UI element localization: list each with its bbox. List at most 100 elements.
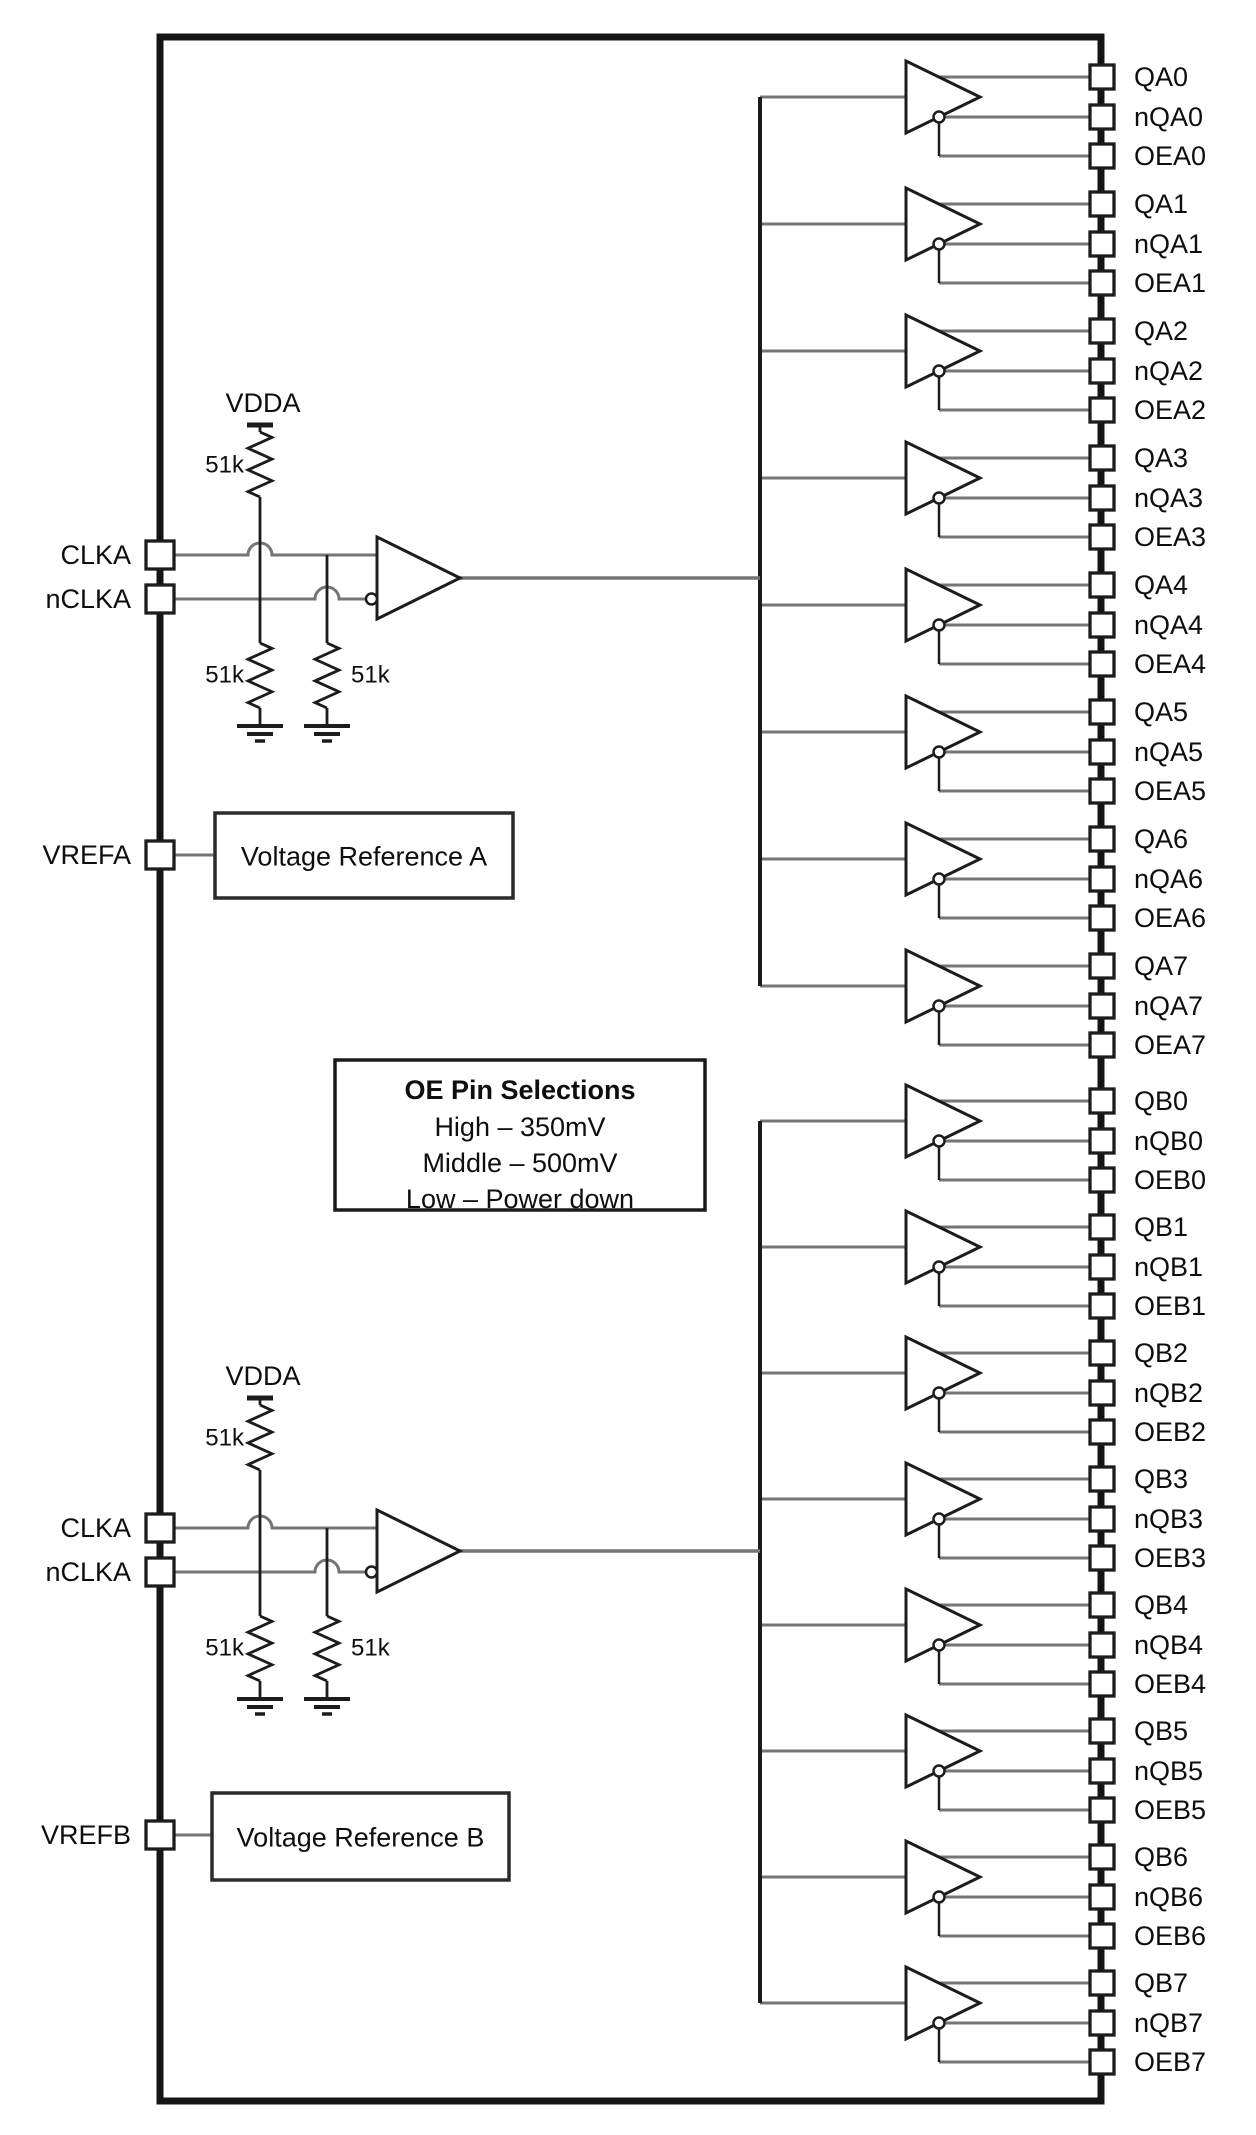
output-pin-square [1088, 2048, 1116, 2076]
output-pin-label: OEB6 [1134, 1921, 1206, 1951]
output-pin-square [1088, 1339, 1116, 1367]
output-pin-square [1088, 317, 1116, 345]
inversion-bubble-icon [932, 1890, 946, 1904]
output-pin-label: OEB2 [1134, 1417, 1206, 1447]
resistor-symbol [311, 641, 343, 710]
resistor-value-label: 51k [351, 662, 391, 689]
resistor-symbol [244, 1403, 276, 1472]
output-pin-square [1088, 1922, 1116, 1950]
output-pin-label: nQA1 [1134, 229, 1203, 259]
input-pin-square [144, 583, 176, 615]
inversion-bubble-icon [932, 364, 946, 378]
oe-box-line: Low – Power down [406, 1184, 634, 1214]
resistor-symbol [244, 641, 276, 710]
output-pin-square [1088, 1717, 1116, 1745]
inversion-bubble-icon [932, 491, 946, 505]
output-pin-label: OEB7 [1134, 2047, 1206, 2077]
output-pin-square [1088, 571, 1116, 599]
output-pin-square [1088, 904, 1116, 932]
output-pin-square [1088, 1087, 1116, 1115]
nclk-wire [173, 585, 366, 601]
output-pin-square [1088, 1465, 1116, 1493]
output-pin-square [1088, 1505, 1116, 1533]
resistor-value-label: 51k [205, 1425, 245, 1452]
vdda-label: VDDA [225, 1361, 300, 1391]
resistor-symbol [311, 1614, 343, 1683]
output-pin-label: QA0 [1134, 62, 1188, 92]
oe-box-title: OE Pin Selections [404, 1075, 635, 1105]
resistor-value-label: 51k [351, 1635, 391, 1662]
inversion-bubble-icon [932, 1386, 946, 1400]
output-pin-label: QA7 [1134, 951, 1188, 981]
ref-box-label: Voltage Reference A [241, 842, 487, 872]
voltage-reference-box [213, 811, 515, 900]
input-pin-square [144, 1556, 176, 1588]
output-pin-label: nQB6 [1134, 1882, 1203, 1912]
output-pin-square [1088, 1166, 1116, 1194]
oe-box-line: High – 350mV [434, 1112, 605, 1142]
output-pin-square [1088, 1757, 1116, 1785]
output-pin-square [1088, 1292, 1116, 1320]
input-pin-label: CLKA [60, 1513, 131, 1543]
output-pin-label: OEA5 [1134, 776, 1206, 806]
output-pin-label: OEB0 [1134, 1165, 1206, 1195]
resistor-value-label: 51k [205, 662, 245, 689]
output-pin-square [1088, 190, 1116, 218]
output-pin-square [1088, 1796, 1116, 1824]
input-buffer-triangle [375, 534, 464, 622]
output-pin-square [1088, 484, 1116, 512]
output-pin-label: QB0 [1134, 1086, 1188, 1116]
output-pin-square [1088, 230, 1116, 258]
input-pin-square [144, 1819, 176, 1851]
output-pin-square [1088, 357, 1116, 385]
output-pin-label: nQB5 [1134, 1756, 1203, 1786]
output-pin-label: OEA3 [1134, 522, 1206, 552]
output-pin-square [1088, 650, 1116, 678]
inversion-bubble-icon [364, 1565, 379, 1579]
output-pin-label: OEB4 [1134, 1669, 1206, 1699]
output-pin-label: nQB1 [1134, 1252, 1203, 1282]
inversion-bubble-icon [364, 592, 379, 606]
inversion-bubble-icon [932, 237, 946, 251]
oe-selections-box [333, 1058, 707, 1212]
output-pin-label: OEA4 [1134, 649, 1206, 679]
input-pin-label: VREFB [41, 1820, 131, 1850]
output-pin-square [1088, 1670, 1116, 1698]
nclk-wire [173, 1558, 366, 1574]
output-pin-square [1088, 777, 1116, 805]
resistor-value-label: 51k [205, 452, 245, 479]
inversion-bubble-icon [932, 110, 946, 124]
output-pin-square [1088, 523, 1116, 551]
inversion-bubble-icon [932, 1134, 946, 1148]
output-pin-label: QA1 [1134, 189, 1188, 219]
output-pin-label: nQB3 [1134, 1504, 1203, 1534]
inversion-bubble-icon [932, 872, 946, 886]
output-pin-square [1088, 865, 1116, 893]
clk-wire [173, 541, 377, 557]
input-pin-label: VREFA [42, 840, 131, 870]
output-pin-label: nQA5 [1134, 737, 1203, 767]
output-pin-square [1088, 1591, 1116, 1619]
resistor-symbol [244, 430, 276, 499]
output-pin-label: OEA0 [1134, 141, 1206, 171]
output-pin-label: OEA6 [1134, 903, 1206, 933]
output-pin-square [1088, 269, 1116, 297]
output-pin-label: OEB1 [1134, 1291, 1206, 1321]
output-pin-label: QB3 [1134, 1464, 1188, 1494]
output-pin-square [1088, 396, 1116, 424]
output-pin-square [1088, 738, 1116, 766]
output-pin-square [1088, 2009, 1116, 2037]
output-pin-square [1088, 142, 1116, 170]
output-pin-label: OEB3 [1134, 1543, 1206, 1573]
output-pin-square [1088, 1969, 1116, 1997]
output-pin-label: QB6 [1134, 1842, 1188, 1872]
voltage-reference-box [210, 1791, 511, 1882]
output-pin-label: OEB5 [1134, 1795, 1206, 1825]
output-pin-square [1088, 1127, 1116, 1155]
output-pin-label: QB4 [1134, 1590, 1188, 1620]
clk-wire [173, 1514, 377, 1530]
output-pin-label: nQA0 [1134, 102, 1203, 132]
output-pin-square [1088, 992, 1116, 1020]
chip-outline [156, 33, 1105, 2105]
